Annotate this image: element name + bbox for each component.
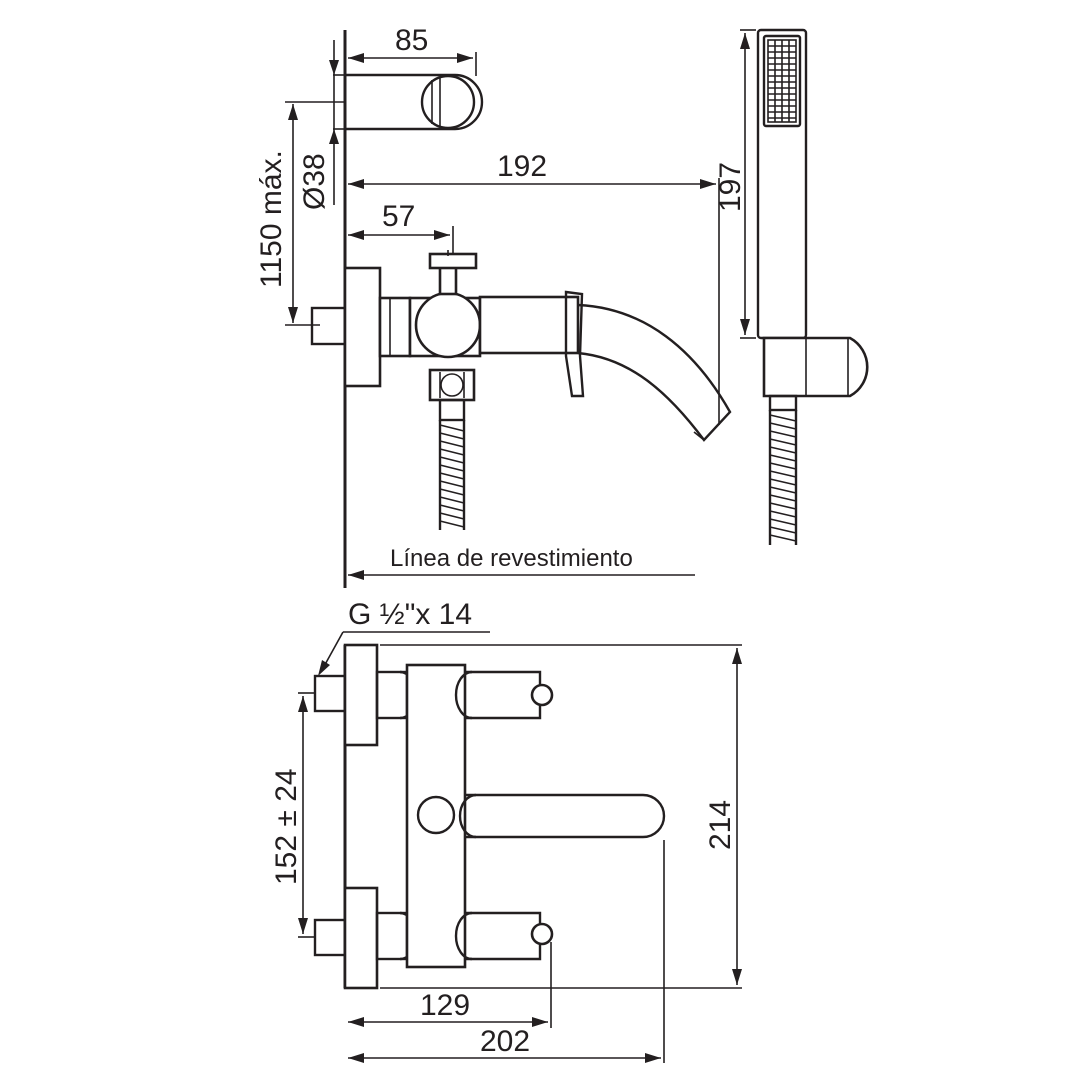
- shower-hose-right: [768, 410, 798, 545]
- dimension-85: 85: [348, 24, 477, 76]
- dimension-85-label: 85: [395, 24, 428, 57]
- top-handle: [454, 670, 554, 720]
- shower-nozzle-grid: [767, 39, 797, 123]
- dimension-152-label: 152 ± 24: [270, 768, 303, 885]
- top-inlet: [313, 643, 418, 747]
- shower-hose-left: [438, 420, 466, 530]
- thread-label: G ½"x 14: [348, 598, 472, 631]
- mixer-body-side: [310, 250, 732, 442]
- plan-spout: [416, 793, 666, 839]
- bottom-inlet: [313, 886, 418, 990]
- side-elevation: 85 Ø38 1150 máx. 192: [255, 24, 869, 588]
- dimension-214: 214: [380, 644, 742, 989]
- dimension-129: 129: [348, 942, 552, 1028]
- dimension-1150-max-label: 1150 máx.: [255, 150, 288, 288]
- plan-mixer-body: [405, 663, 467, 969]
- dimension-1150-max: 1150 máx.: [255, 101, 345, 326]
- dimension-202-label: 202: [480, 1025, 530, 1058]
- dimension-57-label: 57: [382, 200, 415, 233]
- dimension-diameter-38: Ø38: [298, 40, 345, 210]
- dimension-197-label: 197: [714, 162, 747, 212]
- wall-line-label: Línea de revestimiento: [390, 545, 633, 572]
- bottom-handle: [454, 911, 554, 961]
- thread-callout: G ½"x 14: [318, 598, 490, 676]
- wall-line-callout: Línea de revestimiento: [348, 545, 695, 580]
- dimension-197: 197: [714, 29, 756, 339]
- wall-shower-holder: [345, 73, 484, 131]
- plan-view: G ½"x 14: [270, 598, 742, 1063]
- dimension-202: 202: [348, 840, 665, 1063]
- dimension-diameter-38-label: Ø38: [298, 153, 331, 210]
- dimension-152: 152 ± 24: [270, 692, 314, 938]
- dimension-214-label: 214: [704, 800, 737, 850]
- hand-shower: [756, 28, 869, 412]
- dimension-192-label: 192: [497, 150, 547, 183]
- dimension-57: 57: [348, 200, 454, 258]
- dimension-129-label: 129: [420, 989, 470, 1022]
- dimension-192: 192: [348, 150, 720, 425]
